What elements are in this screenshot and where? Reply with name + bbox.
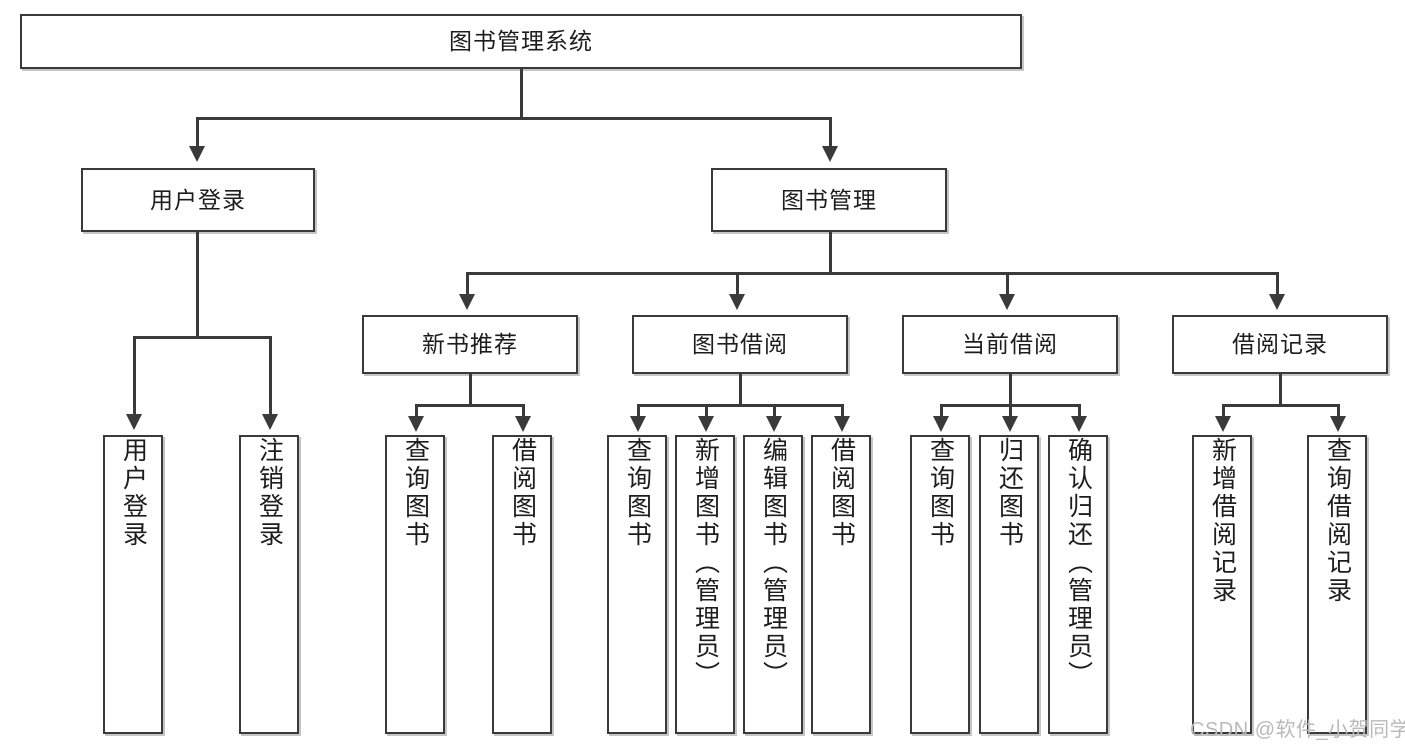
arrow-down-icon xyxy=(126,414,142,430)
leaf-borrow-book-1[interactable]: 借阅图书 xyxy=(492,435,552,734)
node-label: 查询借阅记录 xyxy=(1323,437,1352,605)
arrow-down-icon xyxy=(999,294,1015,310)
node-label: 编辑图书（管理员） xyxy=(759,437,788,689)
arrow-down-icon xyxy=(189,146,205,162)
node-label: 用户登录 xyxy=(150,186,246,213)
arrow-down-icon xyxy=(1269,294,1285,310)
node-label: 借阅图书 xyxy=(827,437,856,549)
edge-bb-to-leaf-4 xyxy=(841,404,844,420)
leaf-user-login[interactable]: 用户登录 xyxy=(103,435,163,734)
arrow-down-icon xyxy=(1002,416,1018,432)
node-label: 新增图书（管理员） xyxy=(691,437,720,689)
node-label: 归还图书 xyxy=(995,437,1024,549)
node-label: 用户登录 xyxy=(119,437,148,549)
node-label: 图书管理系统 xyxy=(449,28,593,55)
edge-user-login-to-leaf-1 xyxy=(133,336,136,418)
leaf-add-borrow-record[interactable]: 新增借阅记录 xyxy=(1192,435,1252,734)
edge-root-stem xyxy=(520,69,523,117)
arrow-down-icon xyxy=(933,416,949,432)
edge-book-management-stem xyxy=(829,232,832,272)
leaf-query-book-2[interactable]: 查询图书 xyxy=(607,435,667,734)
edge-br-to-leaf-2 xyxy=(1337,404,1340,420)
edge-borrow-record-splitter xyxy=(1222,404,1340,407)
edge-br-to-leaf-1 xyxy=(1222,404,1225,420)
edge-to-borrow-record xyxy=(1276,272,1279,298)
node-label: 借阅记录 xyxy=(1232,331,1328,358)
node-label: 查询图书 xyxy=(401,437,430,549)
arrow-down-icon xyxy=(834,416,850,432)
leaf-logout-login[interactable]: 注销登录 xyxy=(239,435,299,734)
edge-nbr-to-leaf-1 xyxy=(415,404,418,420)
arrow-down-icon xyxy=(822,146,838,162)
leaf-query-book-3[interactable]: 查询图书 xyxy=(910,435,970,734)
node-label: 新增借阅记录 xyxy=(1208,437,1237,605)
edge-to-current-borrow xyxy=(1006,272,1009,298)
edge-user-login-to-leaf-2 xyxy=(269,336,272,418)
node-label: 查询图书 xyxy=(926,437,955,549)
node-label: 图书管理 xyxy=(781,186,877,213)
edge-cb-to-leaf-1 xyxy=(940,404,943,420)
leaf-borrow-book-2[interactable]: 借阅图书 xyxy=(811,435,871,734)
node-label: 查询图书 xyxy=(623,437,652,549)
edge-bb-to-leaf-3 xyxy=(773,404,776,420)
leaf-query-borrow-record[interactable]: 查询借阅记录 xyxy=(1307,435,1367,734)
arrow-down-icon xyxy=(515,416,531,432)
edge-book-borrow-splitter xyxy=(637,404,844,407)
node-borrow-record[interactable]: 借阅记录 xyxy=(1172,315,1388,374)
edge-cb-to-leaf-3 xyxy=(1078,404,1081,420)
arrow-down-icon xyxy=(1330,416,1346,432)
edge-book-borrow-stem xyxy=(739,374,742,404)
node-book-borrow[interactable]: 图书借阅 xyxy=(632,315,848,374)
edge-new-book-recommend-stem xyxy=(469,374,472,404)
arrow-down-icon xyxy=(1071,416,1087,432)
node-book-management[interactable]: 图书管理 xyxy=(711,168,947,232)
edge-current-borrow-stem xyxy=(1009,374,1012,404)
leaf-edit-book[interactable]: 编辑图书（管理员） xyxy=(743,435,803,734)
edge-borrow-record-stem xyxy=(1279,374,1282,404)
edge-to-new-book-recommend xyxy=(466,272,469,298)
leaf-add-book[interactable]: 新增图书（管理员） xyxy=(675,435,735,734)
edge-bb-to-leaf-1 xyxy=(637,404,640,420)
node-label: 新书推荐 xyxy=(422,331,518,358)
node-label: 图书借阅 xyxy=(692,331,788,358)
arrow-down-icon xyxy=(408,416,424,432)
edge-cb-to-leaf-2 xyxy=(1009,404,1012,420)
node-label: 当前借阅 xyxy=(962,331,1058,358)
arrow-down-icon xyxy=(1215,416,1231,432)
node-label: 确认归还（管理员） xyxy=(1064,437,1093,689)
edge-bb-to-leaf-2 xyxy=(705,404,708,420)
arrow-down-icon xyxy=(729,294,745,310)
node-label: 注销登录 xyxy=(255,437,284,549)
arrow-down-icon xyxy=(630,416,646,432)
node-user-login[interactable]: 用户登录 xyxy=(81,168,315,232)
edge-root-to-user-login xyxy=(196,117,199,150)
node-new-book-recommend[interactable]: 新书推荐 xyxy=(362,315,578,374)
node-label: 借阅图书 xyxy=(508,437,537,549)
leaf-return-book[interactable]: 归还图书 xyxy=(979,435,1039,734)
arrow-down-icon xyxy=(698,416,714,432)
leaf-confirm-return[interactable]: 确认归还（管理员） xyxy=(1048,435,1108,734)
edge-to-book-borrow xyxy=(736,272,739,298)
edge-nbr-to-leaf-2 xyxy=(522,404,525,420)
leaf-query-book-1[interactable]: 查询图书 xyxy=(385,435,445,734)
edge-user-login-splitter xyxy=(133,336,272,339)
arrow-down-icon xyxy=(262,414,278,430)
edge-book-management-splitter xyxy=(466,272,1276,275)
node-current-borrow[interactable]: 当前借阅 xyxy=(902,315,1118,374)
edge-root-splitter xyxy=(196,117,832,120)
edge-user-login-stem xyxy=(196,232,199,336)
node-root-book-management-system[interactable]: 图书管理系统 xyxy=(20,14,1022,69)
arrow-down-icon xyxy=(459,294,475,310)
arrow-down-icon xyxy=(766,416,782,432)
edge-root-to-book-management xyxy=(829,117,832,150)
edge-new-book-recommend-splitter xyxy=(415,404,525,407)
